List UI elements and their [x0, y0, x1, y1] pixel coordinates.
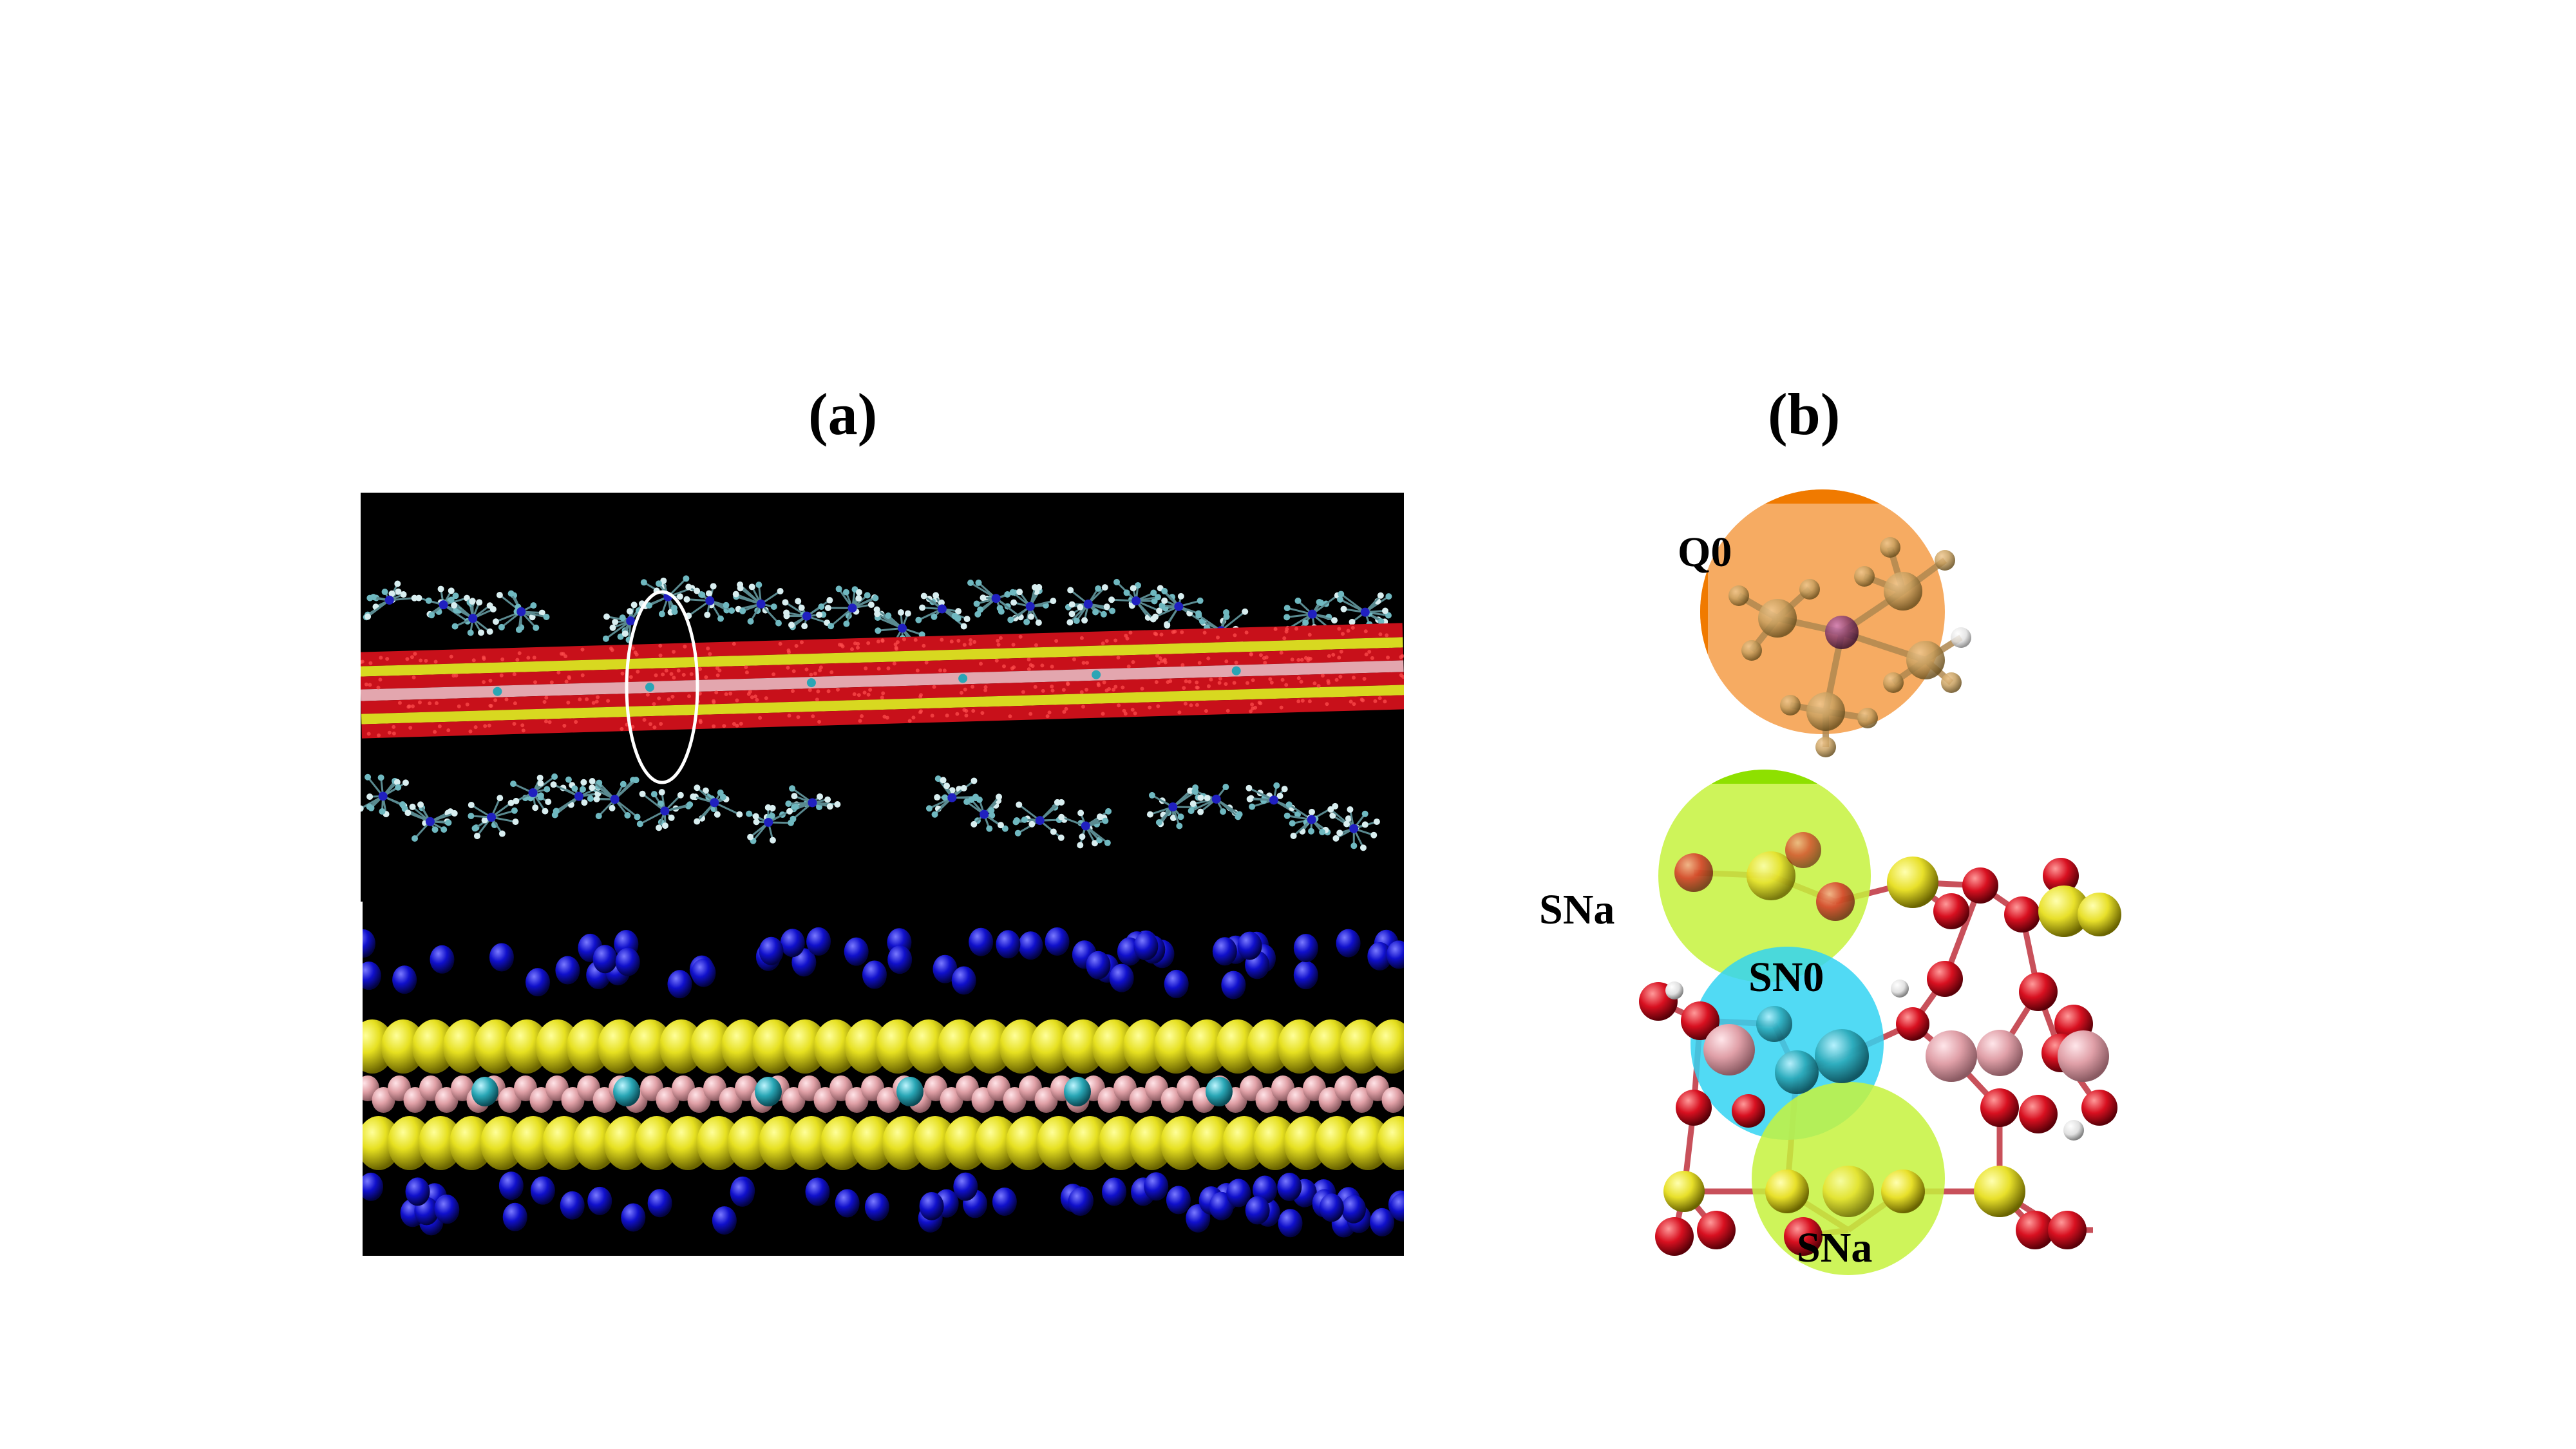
organic-cations-lower-row [361, 773, 1380, 851]
q0-label: Q0 [1678, 529, 1732, 576]
panel-a-side-view [361, 493, 1404, 902]
framework-atoms [1639, 832, 2121, 1256]
panel-label-b: (b) [1768, 381, 1841, 447]
panel-label-a: (a) [808, 381, 878, 447]
clay-layer-band [361, 623, 1404, 739]
highlight-ellipse [625, 590, 699, 784]
organic-cations-upper-row [363, 575, 1392, 651]
silicon-row-lower [363, 1116, 1404, 1170]
sna-label-lower: SNa [1797, 1224, 1873, 1271]
panel-a-closeup-view [363, 902, 1404, 1256]
nitrogen-atoms-lower [363, 1171, 1404, 1238]
q0-site [1700, 489, 1971, 757]
sna-label-upper: SNa [1539, 886, 1615, 933]
silicon-row-upper [363, 1019, 1404, 1074]
nitrogen-atoms-upper [363, 927, 1404, 999]
sn0-label: SN0 [1748, 954, 1824, 1001]
sodium-atoms [471, 1077, 1233, 1106]
panel-b-site-diagram [1501, 489, 2145, 1294]
